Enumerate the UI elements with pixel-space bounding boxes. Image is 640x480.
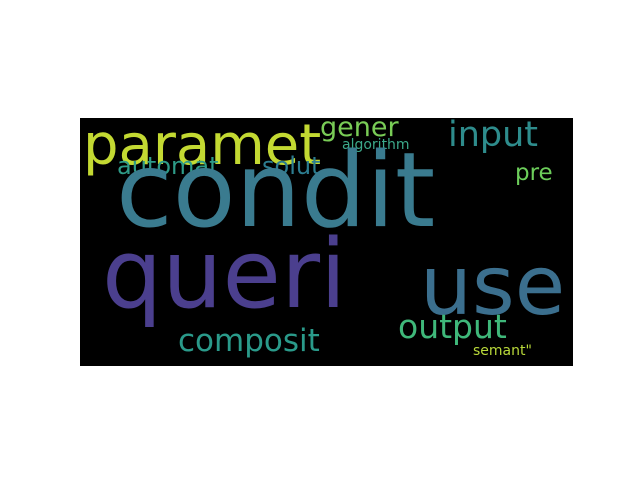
- word-semant: semant": [473, 343, 532, 359]
- word-cloud: paramet gener input algorithm automat so…: [80, 118, 573, 366]
- word-paramet: paramet: [83, 118, 322, 178]
- word-gener: gener: [320, 118, 399, 143]
- word-condit: condit: [116, 131, 436, 251]
- word-use: use: [420, 239, 566, 334]
- word-composit: composit: [178, 323, 320, 359]
- word-automat: automat: [117, 152, 219, 180]
- word-pre: pre: [515, 160, 553, 186]
- word-queri: queri: [102, 220, 347, 330]
- word-solut: solut: [262, 152, 321, 180]
- word-algorithm: algorithm: [342, 137, 410, 153]
- word-input: input: [448, 118, 539, 155]
- word-output: output: [398, 307, 507, 346]
